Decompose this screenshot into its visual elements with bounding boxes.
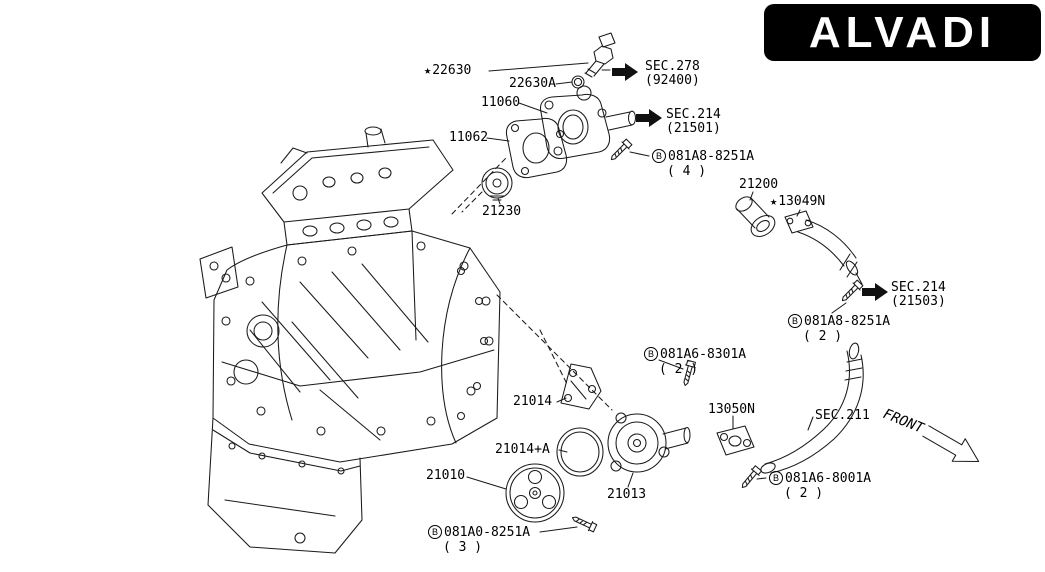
part-number-text: 22630 xyxy=(432,63,472,78)
callout-13050n[interactable]: 13050N xyxy=(708,403,755,416)
assembly-dashed-lines xyxy=(451,157,613,411)
section-line1: SEC.278 xyxy=(645,59,700,74)
callout-21200[interactable]: 21200 xyxy=(739,178,778,191)
section-ref-211[interactable]: SEC.211 xyxy=(815,409,870,422)
coolant-temp-sensor-drawing xyxy=(584,32,616,78)
inlet-tube-flange-drawing xyxy=(716,425,755,456)
callout-11060[interactable]: 11060 xyxy=(481,96,520,109)
section-line1: SEC.214 xyxy=(666,107,721,122)
part-number-text: 11060 xyxy=(481,95,521,110)
section-line2: (92400) xyxy=(645,73,700,88)
water-inlet-elbow-drawing xyxy=(784,210,859,278)
part-number-text: 081A6-8301A xyxy=(660,347,747,362)
part-number-text: 21010 xyxy=(426,468,466,483)
coolant-pipe-drawing xyxy=(760,342,864,474)
callout-21010[interactable]: 21010 xyxy=(426,469,465,482)
part-number-text: 21230 xyxy=(482,204,522,219)
section-ref-278[interactable]: SEC.278 (92400) xyxy=(645,60,700,87)
callout-22630[interactable]: ★22630 xyxy=(424,63,472,78)
part-number-text: 21014+A xyxy=(495,442,550,457)
part-number-text: 21013 xyxy=(607,487,647,502)
section-arrow-icon xyxy=(612,63,638,81)
part-number-text: 13050N xyxy=(708,402,755,417)
front-arrow-icon xyxy=(922,425,980,463)
bolt-drawing-081a8-8251a-x2 xyxy=(841,279,864,302)
circle-b-icon: B xyxy=(644,347,658,361)
bolt-drawing-081a6-8301a xyxy=(683,359,696,387)
water-inlet-drawing xyxy=(735,196,776,238)
bolt-drawing-081a0-8251a xyxy=(571,516,598,533)
bolt-qty: ( 4 ) xyxy=(667,164,707,179)
pump-pulley-drawing xyxy=(505,463,565,523)
water-pump-drawing xyxy=(607,412,691,473)
section-line1: SEC.214 xyxy=(891,280,946,295)
part-number-text: 22630A xyxy=(509,76,556,91)
section-arrow-icon xyxy=(636,109,662,127)
circle-b-icon: B xyxy=(788,314,802,328)
part-number-text: 081A8-8251A xyxy=(668,149,755,164)
outlet-gasket-drawing xyxy=(505,117,568,179)
alvadi-logo: ALVADI xyxy=(764,4,1041,61)
part-number-text: 081A0-8251A xyxy=(444,525,531,540)
section-ref-214-21503[interactable]: SEC.214 (21503) xyxy=(891,281,946,308)
leader-lines xyxy=(466,62,863,533)
callout-21014[interactable]: 21014 xyxy=(513,395,552,408)
bolt-qty: ( 2 ) xyxy=(803,329,843,344)
section-line2: (21503) xyxy=(891,294,946,309)
thermostat-drawing xyxy=(481,167,513,201)
section-ref-214-21501[interactable]: SEC.214 (21501) xyxy=(666,108,721,135)
part-number-text: 081A8-8251A xyxy=(804,314,891,329)
part-number-text: 081A6-8001A xyxy=(785,471,872,486)
circle-b-icon: B xyxy=(769,471,783,485)
pump-gasket-drawing xyxy=(556,427,604,477)
circle-b-icon: B xyxy=(652,149,666,163)
callout-21230[interactable]: 21230 xyxy=(482,205,521,218)
section-line1: SEC.211 xyxy=(815,408,870,423)
pump-bracket-drawing xyxy=(560,363,602,410)
section-arrow-icon xyxy=(862,283,888,301)
alvadi-logo-text: ALVADI xyxy=(808,7,997,57)
bolt-drawing-081a6-8001a xyxy=(741,465,763,489)
part-number-text: 11062 xyxy=(449,130,489,145)
bolt-qty: ( 2 ) xyxy=(784,486,824,501)
callout-11062[interactable]: 11062 xyxy=(449,131,488,144)
part-number-text: 13049N xyxy=(778,194,826,209)
water-outlet-drawing xyxy=(540,85,637,159)
callout-21014a[interactable]: 21014+A xyxy=(495,443,550,456)
bolt-qty: ( 3 ) xyxy=(443,540,483,555)
bolt-qty: ( 2 ) xyxy=(659,362,699,377)
section-line2: (21501) xyxy=(666,121,721,136)
part-number-text: 21014 xyxy=(513,394,553,409)
callout-22630a[interactable]: 22630A xyxy=(509,77,556,90)
callout-21013[interactable]: 21013 xyxy=(607,488,646,501)
circle-b-icon: B xyxy=(428,525,442,539)
engine-drawing xyxy=(199,126,501,554)
star-icon: ★ xyxy=(770,194,778,208)
part-number-text: 21200 xyxy=(739,177,779,192)
star-icon: ★ xyxy=(424,63,432,77)
callout-13049n[interactable]: ★13049N xyxy=(770,194,826,209)
bolt-drawing-081a8-8251a-x4 xyxy=(610,138,633,161)
